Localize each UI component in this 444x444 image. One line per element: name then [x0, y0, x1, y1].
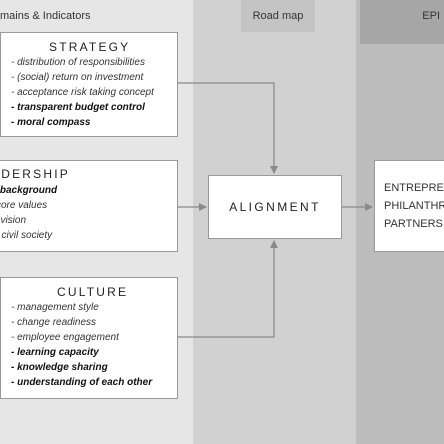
indicator-item: - learning capacity [11, 347, 99, 358]
alignment-label: ALIGNMENT [229, 200, 321, 214]
partners-list: ENTREPREI PHILANTHR PARTNERS [384, 179, 444, 233]
indicator-item: - understanding of each other [11, 377, 153, 388]
leadership-box: ADERSHIP d background l core values & visi… [0, 160, 178, 252]
indicator-item: - (social) return on investment [11, 72, 144, 83]
indicator-item: - distribution of responsibilities [11, 57, 145, 68]
partners-box: ENTREPREI PHILANTHR PARTNERS [374, 160, 444, 252]
domains-header: mains & Indicators [0, 10, 91, 22]
indicator-item: - management style [11, 302, 99, 313]
indicator-item: & vision [0, 215, 27, 226]
indicator-item: - acceptance risk taking concept [11, 87, 154, 98]
indicator-item: - change readiness [11, 317, 97, 328]
culture-box: CULTURE - management style - change readi… [0, 277, 178, 399]
indicator-item: in civil society [0, 230, 53, 241]
partner-item: PHILANTHR [384, 200, 444, 212]
indicator-item: - knowledge sharing [11, 362, 108, 373]
leadership-title: ADERSHIP [0, 167, 70, 181]
epi-header: EPI [360, 0, 444, 44]
roadmap-header: Road map [241, 0, 315, 32]
indicator-item: - transparent budget control [11, 102, 145, 113]
alignment-box: ALIGNMENT [208, 175, 342, 239]
indicator-item: - employee engagement [11, 332, 119, 343]
culture-indicators: - management style - change readiness - em… [11, 300, 152, 390]
strategy-title: STRATEGY [49, 40, 131, 54]
strategy-indicators: - distribution of responsibilities - (soc… [11, 55, 154, 130]
partner-item: ENTREPREI [384, 182, 444, 194]
indicator-item: l core values [0, 200, 48, 211]
culture-title: CULTURE [57, 285, 129, 299]
indicator-item: d background [0, 185, 58, 196]
strategy-box: STRATEGY - distribution of responsibilit… [0, 32, 178, 137]
partner-item: PARTNERS [384, 218, 443, 230]
indicator-item: - moral compass [11, 117, 91, 128]
leadership-indicators: d background l core values & vision in civi… [0, 183, 57, 243]
